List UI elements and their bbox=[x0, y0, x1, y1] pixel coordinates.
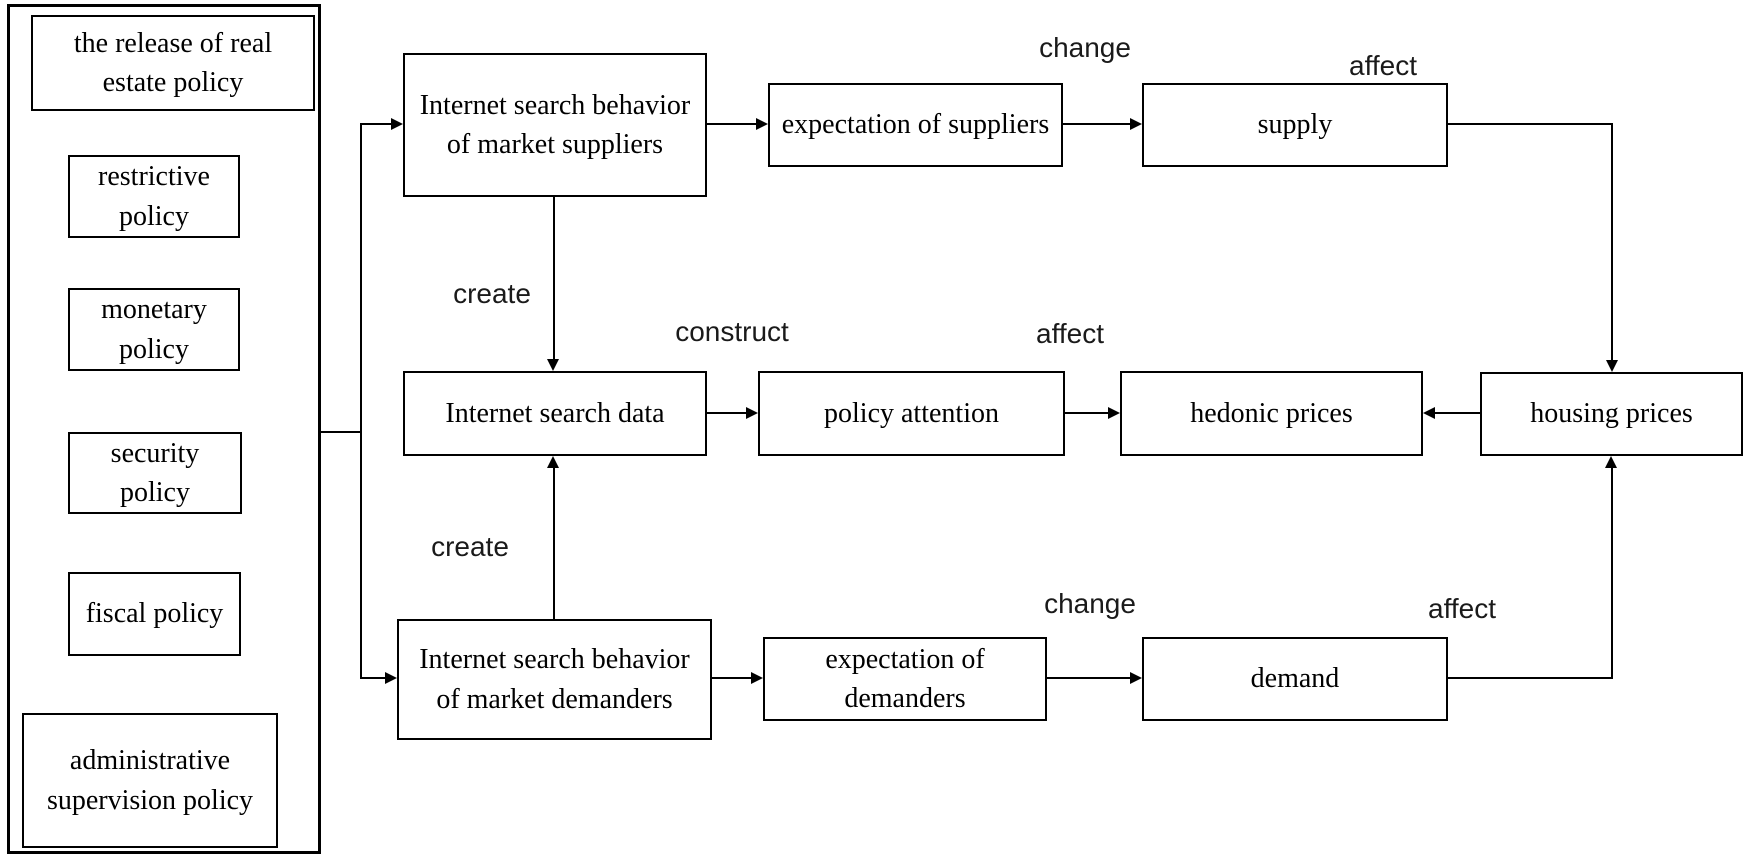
edge-label-change-bottom: change bbox=[1044, 588, 1136, 619]
arrowhead-into-hedonic bbox=[1108, 407, 1120, 419]
node-demander-search-behavior: Internet search behavior of market deman… bbox=[397, 619, 712, 740]
edge-demander-create-line bbox=[553, 468, 555, 619]
node-expectation-of-suppliers: expectation of suppliers bbox=[768, 83, 1063, 167]
edge-demand-elbow-vertical bbox=[1611, 468, 1613, 679]
edge-supply-elbow-vertical bbox=[1611, 123, 1613, 360]
node-label: expectation of demanders bbox=[825, 643, 985, 714]
node-label: policy attention bbox=[824, 397, 999, 429]
edge-expectation-to-supply-line bbox=[1063, 123, 1131, 125]
node-label: housing prices bbox=[1530, 398, 1693, 430]
edge-label-create-top: create bbox=[453, 278, 531, 309]
arrowhead-into-housing-top bbox=[1606, 360, 1618, 372]
node-label: the release of real estate policy bbox=[73, 27, 273, 98]
edge-label-affect-top: affect bbox=[1349, 50, 1417, 81]
node-label: Internet search behavior of market suppl… bbox=[419, 89, 691, 160]
arrowhead-into-demand bbox=[1130, 672, 1142, 684]
edge-demand-elbow-horizontal bbox=[1448, 677, 1613, 679]
edge-label-affect-mid: affect bbox=[1036, 318, 1104, 349]
edge-supplier-create-line bbox=[553, 197, 555, 361]
edge-label-affect-bottom: affect bbox=[1428, 593, 1496, 624]
node-label: expectation of suppliers bbox=[781, 109, 1050, 141]
edge-panel-connector-trunk bbox=[360, 123, 362, 679]
node-label: Internet search data bbox=[445, 397, 665, 429]
edge-panel-to-supplier-line bbox=[360, 123, 392, 125]
arrowhead-into-search-data-top bbox=[547, 359, 559, 371]
node-label: monetary policy bbox=[101, 294, 207, 365]
edge-attention-to-hedonic-line bbox=[1065, 412, 1110, 414]
arrowhead-into-supplier-behavior bbox=[391, 118, 403, 130]
node-label: fiscal policy bbox=[85, 598, 224, 630]
node-internet-search-data: Internet search data bbox=[403, 371, 707, 456]
edge-demander-to-expectation-line bbox=[712, 677, 753, 679]
node-supply: supply bbox=[1142, 83, 1448, 167]
node-housing-prices: housing prices bbox=[1480, 372, 1743, 456]
edge-expectation-to-demand-line bbox=[1047, 677, 1132, 679]
node-policy-attention: policy attention bbox=[758, 371, 1065, 456]
arrowhead-into-supply bbox=[1130, 118, 1142, 130]
node-administrative-supervision-policy: administrative supervision policy bbox=[22, 713, 278, 848]
node-release-of-real-estate-policy: the release of real estate policy bbox=[31, 15, 315, 111]
edge-supply-elbow-horizontal bbox=[1448, 123, 1613, 125]
node-expectation-of-demanders: expectation of demanders bbox=[763, 637, 1047, 721]
node-label: Internet search behavior of market deman… bbox=[419, 644, 690, 715]
edge-panel-to-demander-line bbox=[360, 677, 386, 679]
node-supplier-search-behavior: Internet search behavior of market suppl… bbox=[403, 53, 707, 197]
edge-label-change-top: change bbox=[1039, 32, 1131, 63]
edge-label-construct: construct bbox=[675, 316, 789, 347]
policy-panel bbox=[7, 4, 321, 854]
arrowhead-into-policy-attention bbox=[746, 407, 758, 419]
arrowhead-into-housing-bottom bbox=[1605, 456, 1617, 468]
arrowhead-into-hedonic-from-housing bbox=[1423, 407, 1435, 419]
node-label: administrative supervision policy bbox=[46, 745, 254, 816]
node-hedonic-prices: hedonic prices bbox=[1120, 371, 1423, 456]
edge-supplier-to-expectation-line bbox=[707, 123, 757, 125]
arrowhead-into-expectation-suppliers bbox=[756, 118, 768, 130]
node-fiscal-policy: fiscal policy bbox=[68, 572, 241, 656]
arrowhead-into-search-data-bottom bbox=[547, 456, 559, 468]
node-restrictive-policy: restrictive policy bbox=[68, 155, 240, 238]
node-monetary-policy: monetary policy bbox=[68, 288, 240, 371]
edge-label-create-bottom: create bbox=[431, 531, 509, 562]
node-label: security policy bbox=[110, 437, 200, 508]
node-label: supply bbox=[1257, 109, 1333, 141]
node-label: hedonic prices bbox=[1190, 397, 1353, 429]
edge-panel-connector-horizontal bbox=[321, 431, 362, 433]
arrowhead-into-expectation-demanders bbox=[751, 672, 763, 684]
edge-data-to-attention-line bbox=[707, 412, 748, 414]
node-label: demand bbox=[1250, 663, 1340, 695]
arrowhead-into-demander-behavior bbox=[385, 672, 397, 684]
node-label: restrictive policy bbox=[98, 161, 210, 232]
node-security-policy: security policy bbox=[68, 432, 242, 514]
edge-housing-to-hedonic-line bbox=[1433, 412, 1480, 414]
node-demand: demand bbox=[1142, 637, 1448, 721]
